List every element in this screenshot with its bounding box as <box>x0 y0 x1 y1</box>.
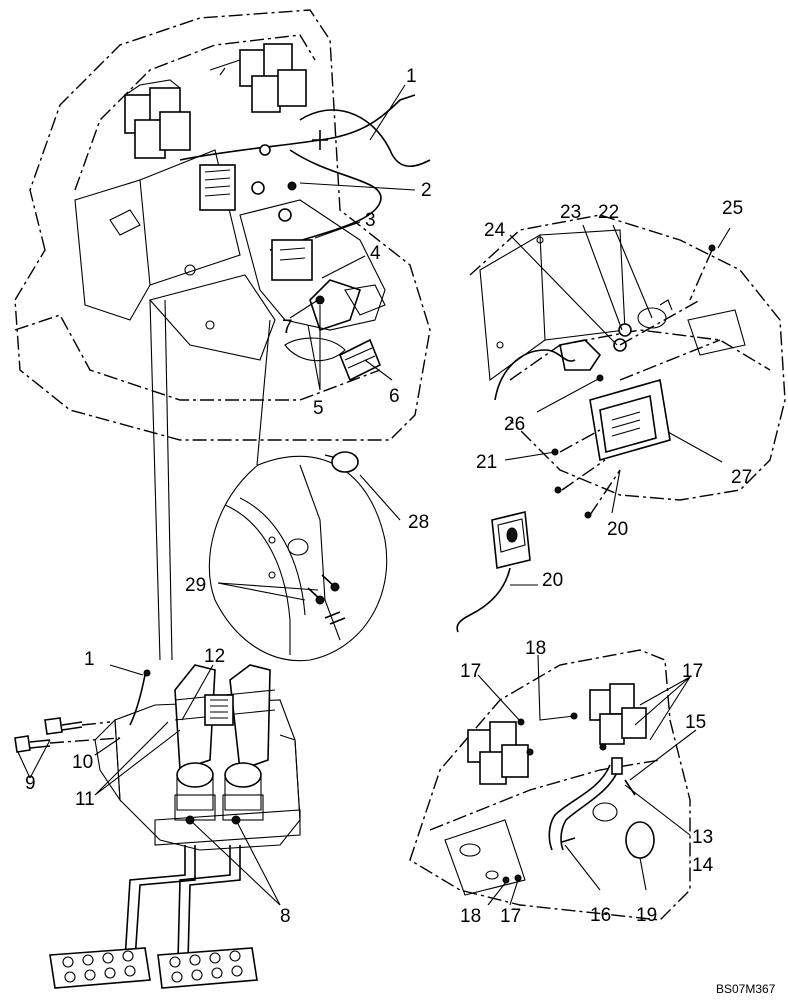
callout-18-top: 18 <box>525 638 546 659</box>
right-side-panel <box>456 214 786 633</box>
pedal-pad-right <box>157 947 258 989</box>
callout-12: 12 <box>204 646 225 667</box>
callout-15: 15 <box>685 712 706 733</box>
callout-25: 25 <box>722 198 743 219</box>
callout-14: 14 <box>692 855 714 876</box>
callout-18-bottom: 18 <box>460 906 481 927</box>
callout-23: 23 <box>560 202 581 223</box>
callout-16: 16 <box>590 905 611 926</box>
pedal-pad-left <box>49 947 151 989</box>
leader-line <box>149 299 161 661</box>
callout-6: 6 <box>389 386 400 407</box>
brake-valve-assembly <box>14 664 301 989</box>
callout-10: 10 <box>72 752 93 773</box>
callout-3: 3 <box>365 210 376 231</box>
flasher-module <box>271 239 313 281</box>
callout-17-left: 17 <box>460 661 481 682</box>
callout-11: 11 <box>75 789 95 810</box>
callout-1-lower: 1 <box>84 649 95 670</box>
callout-8: 8 <box>280 906 291 927</box>
callout-24: 24 <box>484 220 506 241</box>
relay-cluster-left <box>124 79 191 159</box>
callout-9: 9 <box>25 773 36 794</box>
drawing-code: BS07M367 <box>716 982 776 996</box>
callout-29: 29 <box>185 575 206 596</box>
leader-lines <box>17 84 731 906</box>
valve-piston-right <box>224 762 262 788</box>
callout-21: 21 <box>476 452 497 473</box>
callout-17-right: 17 <box>682 661 703 682</box>
callout-20: 20 <box>607 519 628 540</box>
callout-19: 19 <box>636 905 657 926</box>
cab-panel-assembly <box>14 9 431 441</box>
callout-20-switch: 20 <box>542 570 563 591</box>
callout-27: 27 <box>731 467 752 488</box>
plug-cap <box>331 451 359 473</box>
callout-17-bottom: 17 <box>500 906 521 927</box>
callout-22: 22 <box>598 202 619 223</box>
callout-7: 7 <box>282 317 293 338</box>
valve-piston-left <box>176 762 214 788</box>
relay-group-lower <box>467 721 529 785</box>
callout-2: 2 <box>421 180 432 201</box>
callout-4: 4 <box>370 243 381 264</box>
callout-13: 13 <box>692 827 713 848</box>
callout-5: 5 <box>313 398 324 419</box>
detail-view-circle <box>208 451 388 662</box>
cover-plug <box>625 821 655 859</box>
relay-group-upper <box>589 683 647 745</box>
callout-1: 1 <box>406 66 417 87</box>
callout-labels: 1 2 3 4 7 5 6 25 23 22 24 26 21 27 20 20… <box>25 66 776 996</box>
lower-right-panel <box>409 649 691 921</box>
callout-26: 26 <box>504 414 525 435</box>
callout-28: 28 <box>408 512 429 533</box>
relay-cluster-right <box>209 43 307 113</box>
